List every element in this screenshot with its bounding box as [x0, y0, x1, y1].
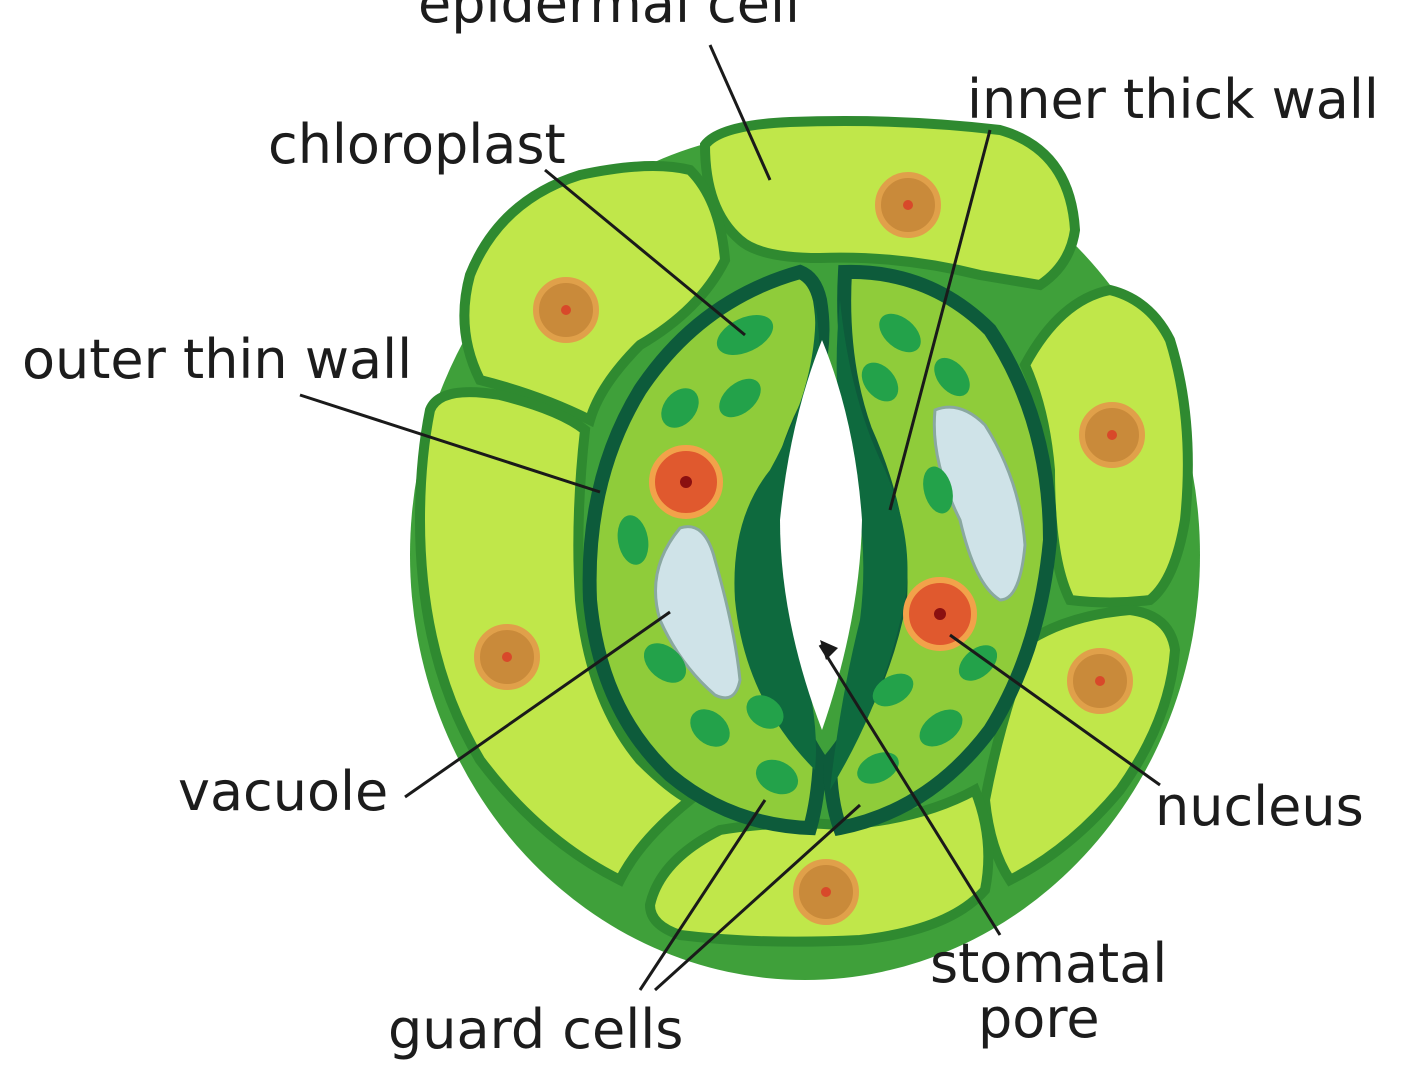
label-stomatal-pore-line2: pore [978, 987, 1100, 1050]
label-epidermal-cell: epidermal cell [418, 0, 800, 35]
epidermal-nucleus-dot [821, 887, 831, 897]
label-outer-thin-wall: outer thin wall [22, 328, 412, 391]
label-vacuole: vacuole [178, 760, 388, 823]
epidermal-nucleus-dot [1107, 430, 1117, 440]
label-stomatal-pore-line1: stomatal [930, 932, 1167, 995]
label-nucleus: nucleus [1155, 775, 1364, 838]
label-chloroplast: chloroplast [268, 113, 566, 176]
epidermal-nucleus-dot [1095, 676, 1105, 686]
label-guard-cells: guard cells [388, 998, 683, 1061]
guard-nucleus-dot [680, 476, 692, 488]
epidermal-nucleus-dot [561, 305, 571, 315]
guard-nucleus-dot [934, 608, 946, 620]
label-inner-thick-wall: inner thick wall [967, 68, 1379, 131]
epidermal-nucleus-dot [903, 200, 913, 210]
epidermal-nucleus-dot [502, 652, 512, 662]
